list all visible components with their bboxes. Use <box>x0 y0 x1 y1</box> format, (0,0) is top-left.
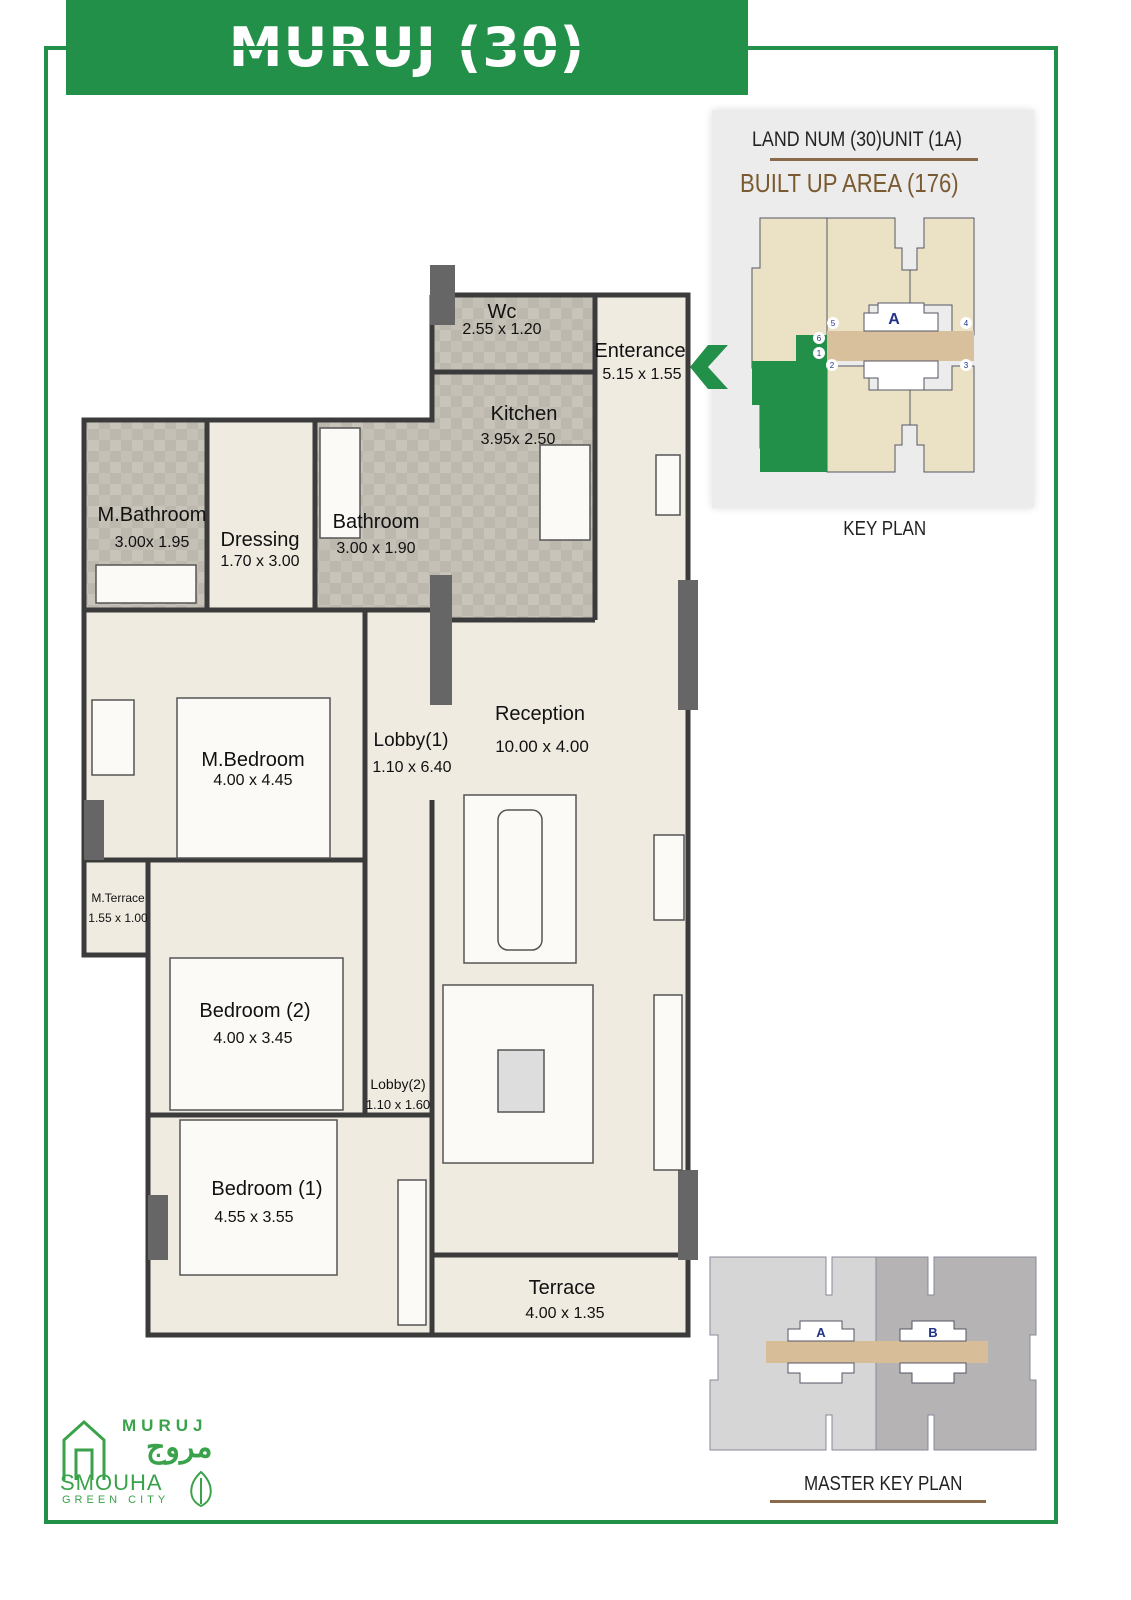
key-core-top <box>863 302 939 332</box>
unit-pointer-chevron-icon <box>690 345 728 389</box>
logo-tagline: GREEN CITY <box>62 1494 170 1506</box>
muruj-logo: MURUJ مروج SMOUHA GREEN CITY <box>58 1412 228 1512</box>
divider <box>770 1500 986 1503</box>
unit-number-1: 1 <box>817 349 822 358</box>
unit-number-2: 2 <box>830 361 835 370</box>
key-unit-top-right <box>909 217 975 336</box>
unit-number-4: 4 <box>964 319 969 328</box>
unit-number-6: 6 <box>817 334 822 343</box>
master-block-label-a: A <box>816 1325 826 1340</box>
key-plan-diagram: A 1 2 3 4 5 6 <box>751 217 975 473</box>
logo-muruj: MURUJ <box>122 1416 208 1435</box>
key-unit-highlighted <box>752 335 827 472</box>
key-plan-caption: KEY PLAN <box>843 518 927 540</box>
master-corridor <box>766 1341 988 1363</box>
key-unit-bottom-mid <box>826 365 911 473</box>
key-corridor <box>827 331 974 361</box>
building-logo-icon <box>62 1419 106 1480</box>
master-key-plan-caption: MASTER KEY PLAN <box>803 1473 963 1495</box>
logo-smouha: SMOUHA <box>60 1470 163 1495</box>
built-up-area-label: BUILT UP AREA (176) <box>740 168 959 198</box>
master-key-plan-diagram: A B <box>709 1256 1037 1451</box>
key-block-label: A <box>888 311 900 328</box>
unit-number-3: 3 <box>964 361 969 370</box>
key-plan-panel: LAND NUM (30)UNIT (1A) BUILT UP AREA (17… <box>712 110 1034 508</box>
unit-number-5: 5 <box>831 319 836 328</box>
key-core-bottom <box>863 360 939 391</box>
divider <box>770 158 978 161</box>
logo-arabic: مروج <box>146 1431 213 1464</box>
page-frame <box>44 46 1058 1524</box>
master-block-label-b: B <box>928 1325 937 1340</box>
leaf-icon <box>190 1470 212 1508</box>
key-unit-bottom-right <box>909 365 975 473</box>
land-unit-label: LAND NUM (30)UNIT (1A) <box>752 128 962 151</box>
